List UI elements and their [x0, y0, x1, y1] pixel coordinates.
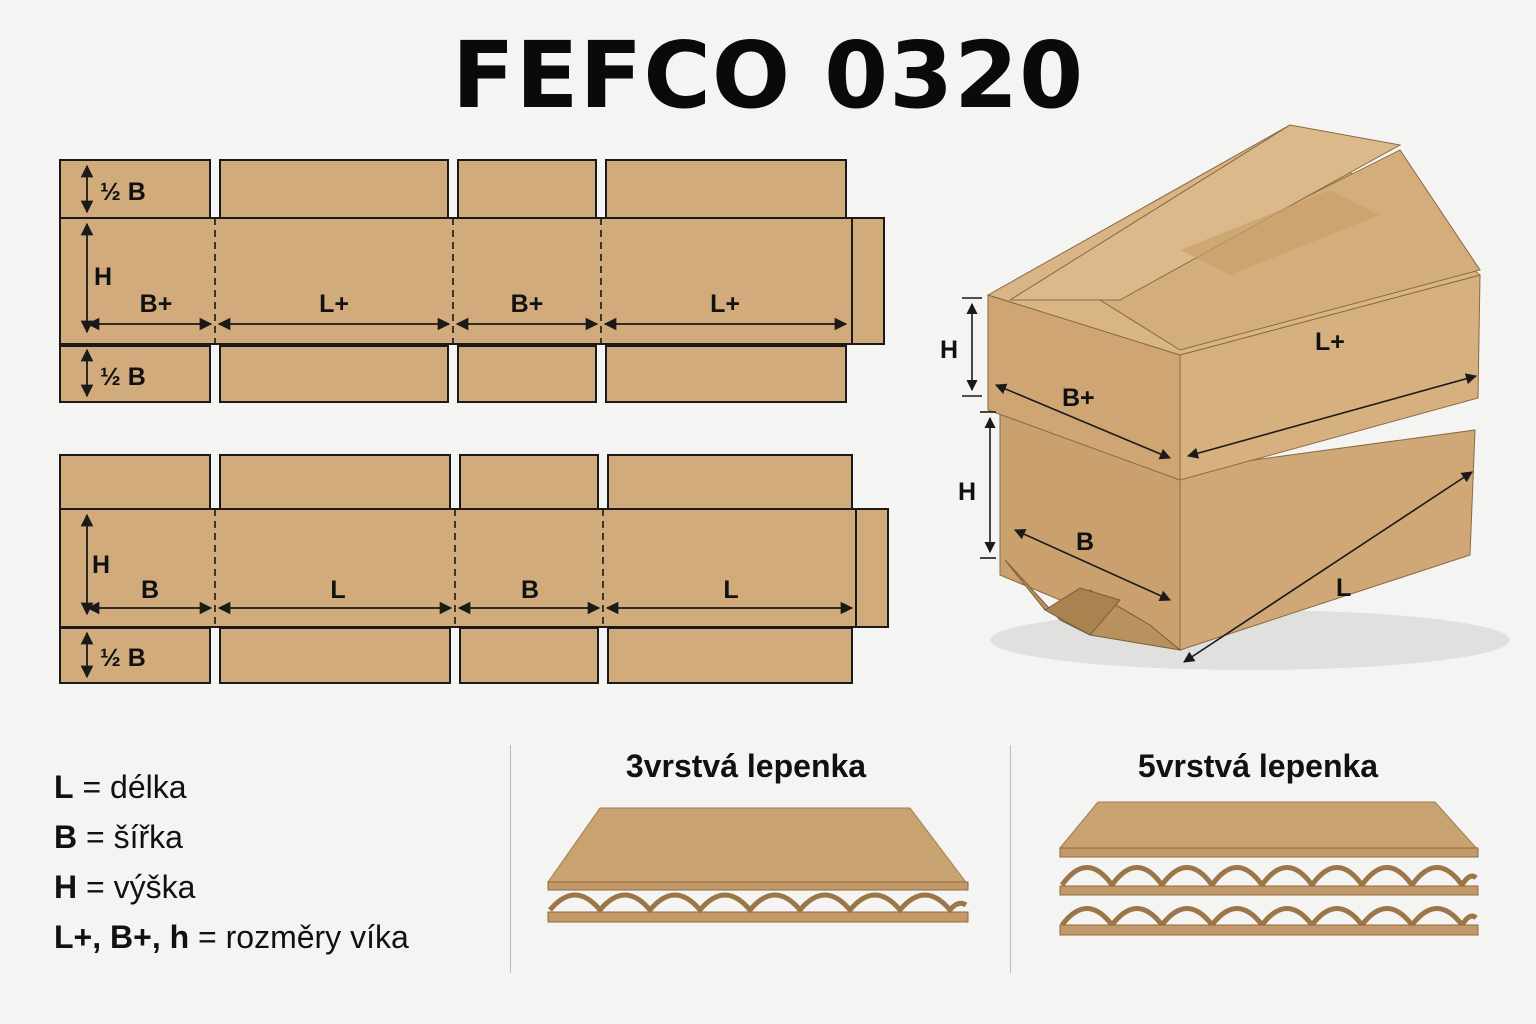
divider-1 [510, 745, 511, 973]
legend-item-h: H = výška [54, 869, 196, 905]
box-lid-b-label: B+ [1062, 384, 1095, 412]
lid-flap-top-3 [457, 159, 597, 219]
base-panel-label-3: B [521, 576, 539, 604]
divider-2 [1010, 745, 1011, 973]
page-title: FEFCO 0320 [451, 22, 1085, 129]
lid-flap-bottom-2 [219, 345, 449, 403]
base-flap-bottom-3 [459, 627, 599, 684]
box-base-l-label: L [1336, 574, 1351, 602]
three-layer-cardboard [547, 807, 970, 923]
lid-glue-tab [851, 217, 885, 345]
box-lid-l-label: L+ [1315, 328, 1345, 356]
base-flap-bottom-4 [607, 627, 853, 684]
legend-item-l: L = délka [54, 769, 187, 805]
legend-item-b: B = šířka [54, 819, 183, 855]
lid-flap-bottom-3 [457, 345, 597, 403]
lid-panel-label-4: L+ [710, 290, 740, 318]
lid-net [59, 159, 885, 403]
lid-flap-top-4 [605, 159, 847, 219]
base-flap-top-3 [459, 454, 599, 510]
box-base-b-label: B [1076, 528, 1094, 556]
base-flap-bottom-2 [219, 627, 451, 684]
box-lid-h-label: H [940, 336, 958, 364]
base-net-dims [80, 513, 854, 679]
base-panel-label-4: L [723, 576, 738, 604]
box-base-h-label: H [958, 478, 976, 506]
base-half-b-bottom-label: ½ B [100, 644, 146, 672]
five-layer-cardboard [1058, 801, 1480, 936]
five-layer-label: 5vrstvá lepenka [1137, 748, 1379, 784]
lid-net-dims [80, 164, 848, 398]
base-h-label: H [92, 551, 110, 579]
lid-half-b-bottom-label: ½ B [100, 363, 146, 391]
lid-half-b-top-label: ½ B [100, 178, 146, 206]
base-flap-top-4 [607, 454, 853, 510]
lid-flap-top-2 [219, 159, 449, 219]
lid-h-label: H [94, 263, 112, 291]
legend-item-lid: L+, B+, h = rozměry víka [54, 919, 409, 955]
base-panel-label-2: L [330, 576, 345, 604]
box-3d-dims [962, 297, 1478, 663]
base-glue-tab [855, 508, 889, 628]
lid-body [59, 217, 853, 345]
three-layer-label: 3vrstvá lepenka [625, 748, 867, 784]
lid-flap-bottom-4 [605, 345, 847, 403]
legend: L = délka B = šířka H = výška L+, B+, h … [54, 762, 409, 962]
base-panel-label-1: B [141, 576, 159, 604]
base-body [59, 508, 857, 628]
base-net-folds [60, 508, 857, 628]
lid-net-folds [60, 217, 853, 345]
base-flap-top-2 [219, 454, 451, 510]
lid-panel-label-1: B+ [140, 290, 173, 318]
base-flap-top-1 [59, 454, 211, 510]
lid-panel-label-3: B+ [511, 290, 544, 318]
lid-panel-label-2: L+ [319, 290, 349, 318]
base-net [59, 454, 889, 684]
